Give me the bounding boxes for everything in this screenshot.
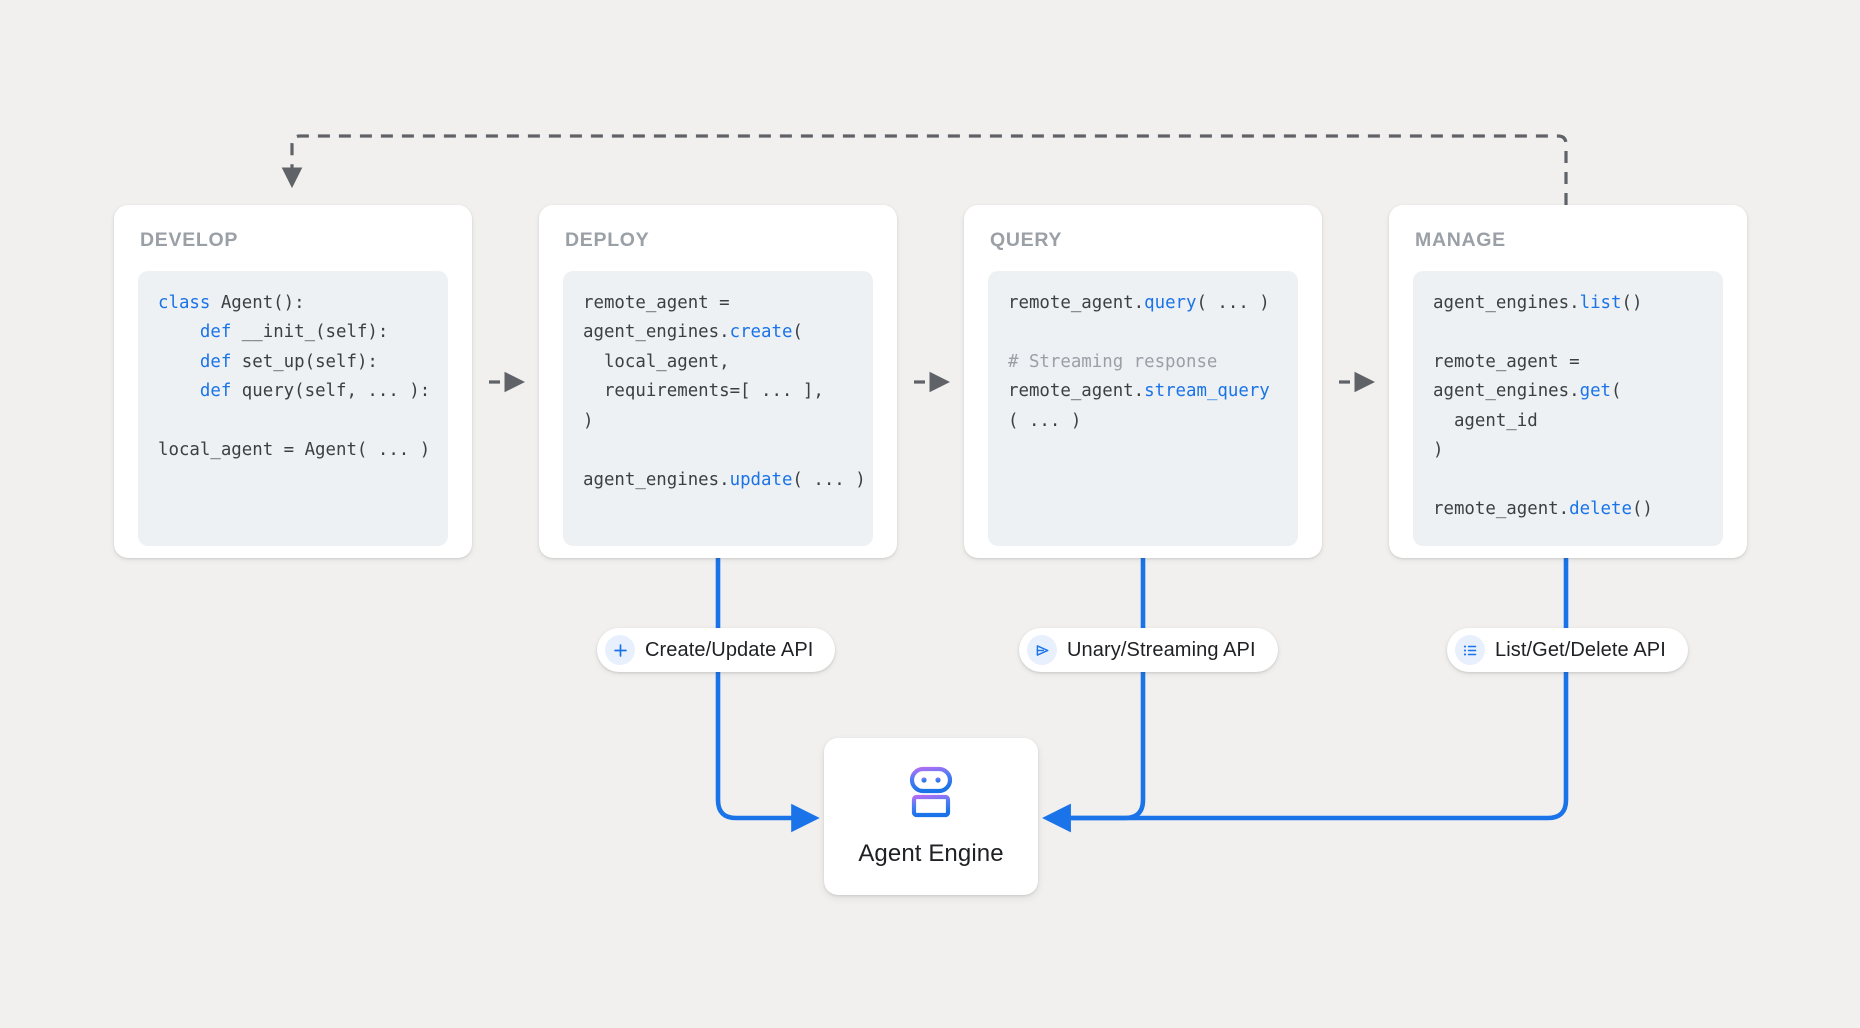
api-pill-label: Create/Update API bbox=[645, 638, 814, 661]
api-pill-label: List/Get/Delete API bbox=[1495, 638, 1666, 661]
list-icon bbox=[1455, 635, 1485, 665]
stage-card-develop[interactable]: DEVELOP class Agent(): def __init_(self)… bbox=[114, 205, 472, 558]
api-pill-label: Unary/Streaming API bbox=[1067, 638, 1256, 661]
api-pill-list-get-delete[interactable]: List/Get/Delete API bbox=[1447, 628, 1688, 672]
code-block-deploy: remote_agent = agent_engines.create( loc… bbox=[563, 270, 873, 546]
stage-title-manage: MANAGE bbox=[1415, 229, 1506, 251]
feedback-loop-path bbox=[281, 134, 1568, 205]
code-block-query: remote_agent.query( ... ) # Streaming re… bbox=[988, 270, 1298, 546]
agent-engine-node[interactable]: Agent Engine bbox=[824, 738, 1038, 895]
stage-title-develop: DEVELOP bbox=[140, 229, 239, 251]
code-block-develop: class Agent(): def __init_(self): def se… bbox=[138, 270, 448, 546]
stage-card-query[interactable]: QUERY remote_agent.query( ... ) # Stream… bbox=[964, 205, 1322, 558]
connector-deploy-to-engine bbox=[715, 558, 820, 833]
robot-icon bbox=[901, 765, 961, 826]
plus-icon bbox=[605, 635, 635, 665]
agent-engine-label: Agent Engine bbox=[858, 840, 1004, 867]
code-block-manage: agent_engines.list() remote_agent = agen… bbox=[1413, 270, 1723, 546]
send-icon bbox=[1027, 635, 1057, 665]
stage-card-manage[interactable]: MANAGE agent_engines.list() remote_agent… bbox=[1389, 205, 1747, 558]
connector-query-to-engine bbox=[1042, 558, 1146, 833]
stage-title-query: QUERY bbox=[990, 229, 1063, 251]
stage-card-deploy[interactable]: DEPLOY remote_agent = agent_engines.crea… bbox=[539, 205, 897, 558]
stage-title-deploy: DEPLOY bbox=[565, 229, 650, 251]
api-pill-unary-streaming[interactable]: Unary/Streaming API bbox=[1019, 628, 1278, 672]
api-pill-create-update[interactable]: Create/Update API bbox=[597, 628, 836, 672]
connector-manage-to-engine bbox=[1042, 558, 1569, 833]
